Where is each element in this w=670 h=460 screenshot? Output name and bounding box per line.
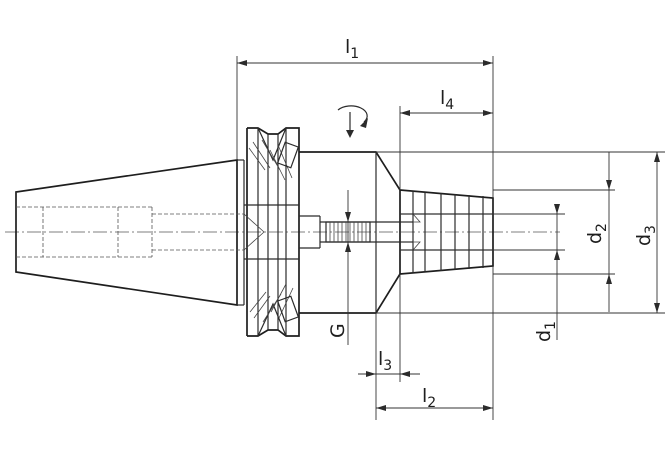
dimension-l3: l3 — [358, 274, 420, 420]
label-d2: d2 — [584, 223, 610, 244]
label-l3: l3 — [378, 348, 392, 374]
dimension-g: G — [327, 190, 351, 345]
label-g: G — [327, 323, 349, 338]
taper-shank — [15, 159, 245, 306]
flange — [243, 127, 300, 337]
label-l1: l1 — [345, 36, 359, 62]
dimension-l1: l1 — [236, 36, 494, 198]
dimension-d2: d2 — [493, 152, 615, 312]
dimension-d3: d3 — [376, 151, 665, 314]
rotation-arrow-icon — [337, 105, 368, 138]
label-d1: d1 — [533, 321, 559, 342]
label-l2: l2 — [422, 385, 436, 411]
dimension-l4: l4 — [399, 87, 493, 190]
holder-body — [299, 151, 401, 314]
dimension-d1: d1 — [400, 204, 565, 342]
label-d3: d3 — [633, 225, 659, 246]
collet-section — [399, 189, 494, 275]
label-l4: l4 — [440, 87, 454, 113]
dimension-l2: l2 — [376, 266, 494, 420]
